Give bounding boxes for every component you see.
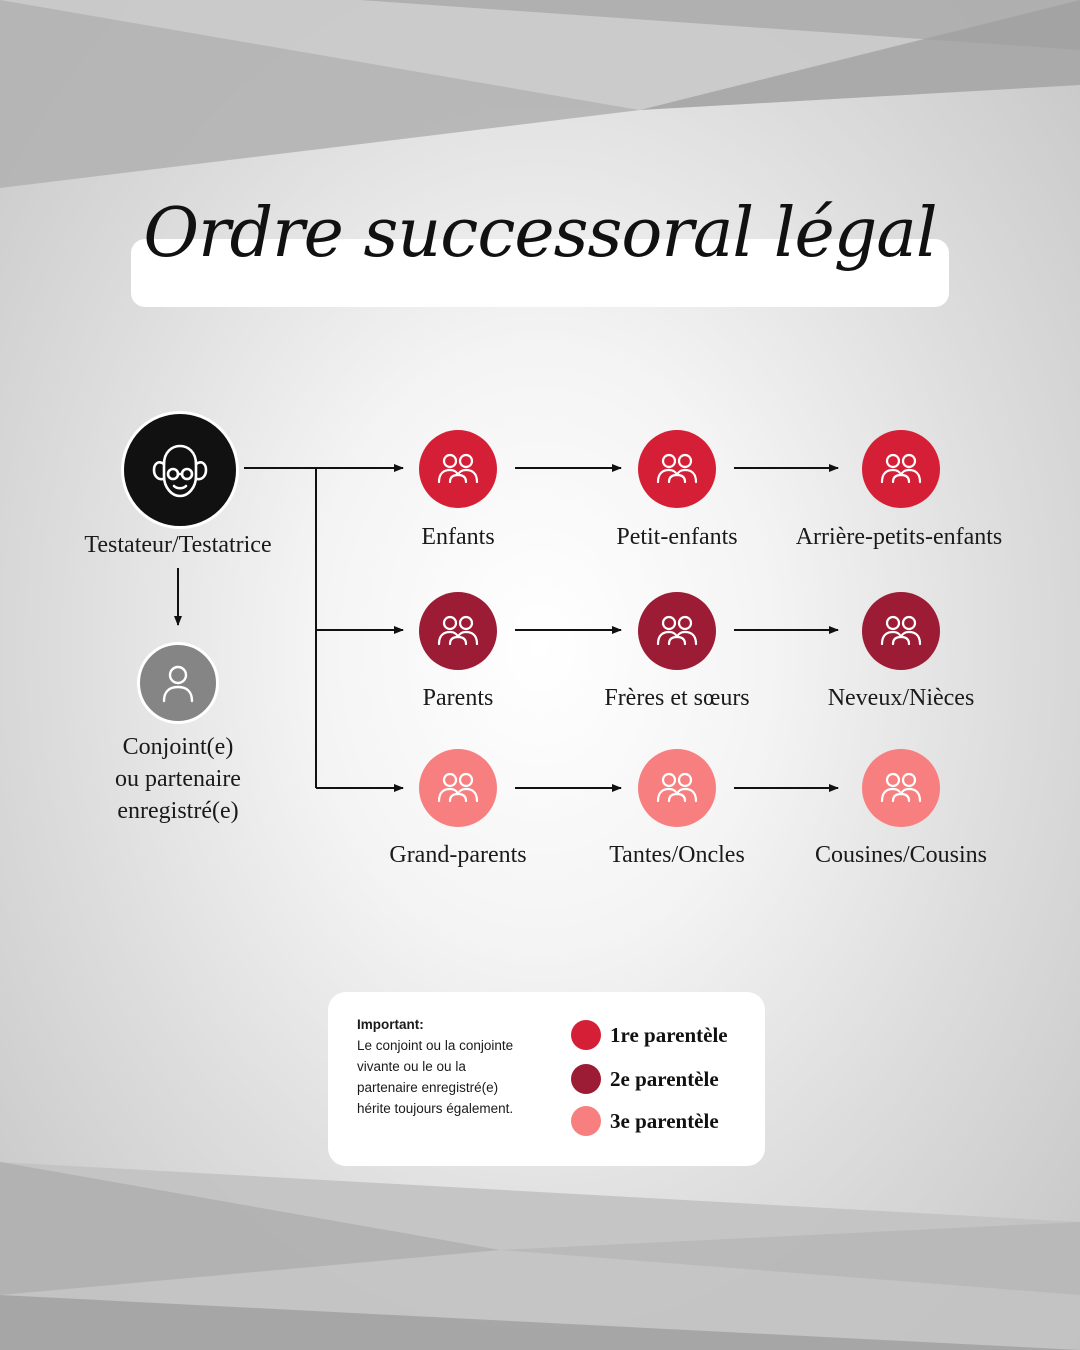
label-freres-et-soeurs: Frères et sœurs xyxy=(604,685,750,711)
legend-item-3: 3e parentèle xyxy=(571,1105,719,1137)
note-line-1: Le conjoint ou la conjointe xyxy=(357,1038,514,1053)
note-title: Important: xyxy=(357,1017,424,1032)
label-cousines-cousins: Cousines/Cousins xyxy=(814,842,988,868)
page-title: Ordre successoral légal xyxy=(143,194,937,273)
legend-item-1: 1re parentèle xyxy=(571,1019,728,1051)
legend-item-2: 2e parentèle xyxy=(571,1063,719,1095)
group-icon xyxy=(656,615,698,646)
group-icon xyxy=(437,772,479,803)
title-box xyxy=(131,239,949,307)
note-line-4: hérite toujours également. xyxy=(357,1101,514,1116)
group-icon xyxy=(437,453,479,484)
testator-label: Testateur/Testatrice xyxy=(84,532,272,558)
node-tantes-oncles xyxy=(638,749,716,827)
spouse-label: Conjoint(e) ou partenaire enregistré(e) xyxy=(58,731,298,827)
group-icon xyxy=(656,453,698,484)
label-petit-enfants: Petit-enfants xyxy=(616,524,738,550)
node-cousines-cousins xyxy=(862,749,940,827)
group-icon xyxy=(880,772,922,803)
legend-label-1: 1re parentèle xyxy=(610,1022,728,1047)
legend-box: Important: Le conjoint ou la conjointe v… xyxy=(328,992,765,1166)
note-line-2: vivante ou le ou la xyxy=(357,1059,466,1074)
spouse-label-line-2: ou partenaire xyxy=(115,766,241,792)
label-parents: Parents xyxy=(422,685,494,711)
legend-label-2: 2e parentèle xyxy=(610,1066,719,1091)
spouse-label-line-1: Conjoint(e) xyxy=(122,734,234,760)
legend-dot-2 xyxy=(571,1064,601,1094)
spouse-label-line-3: enregistré(e) xyxy=(117,798,239,824)
label-tantes-oncles: Tantes/Oncles xyxy=(609,842,745,868)
node-arriere-petits-enfants xyxy=(862,430,940,508)
group-icon xyxy=(880,615,922,646)
note-line-3: partenaire enregistré(e) xyxy=(357,1080,499,1095)
label-enfants: Enfants xyxy=(421,524,495,550)
group-icon xyxy=(656,772,698,803)
legend-label-3: 3e parentèle xyxy=(610,1108,719,1133)
spouse-node xyxy=(137,642,219,724)
group-icon xyxy=(437,615,479,646)
node-neveux-nieces xyxy=(862,592,940,670)
label-neveux-nieces: Neveux/Nièces xyxy=(827,685,975,711)
legend-dot-3 xyxy=(571,1106,601,1136)
node-grand-parents xyxy=(419,749,497,827)
elderly-person-icon xyxy=(152,444,208,498)
node-petit-enfants xyxy=(638,430,716,508)
group-icon xyxy=(880,453,922,484)
label-grand-parents: Grand-parents xyxy=(389,842,527,868)
testator-node xyxy=(121,411,239,529)
node-enfants xyxy=(419,430,497,508)
important-note: Important: Le conjoint ou la conjointe v… xyxy=(357,1014,567,1119)
node-parents xyxy=(419,592,497,670)
node-freres-et-soeurs xyxy=(638,592,716,670)
person-icon xyxy=(162,665,194,703)
label-arriere-petits-enfants: Arrière-petits-enfants xyxy=(795,524,1003,550)
legend-dot-1 xyxy=(571,1020,601,1050)
